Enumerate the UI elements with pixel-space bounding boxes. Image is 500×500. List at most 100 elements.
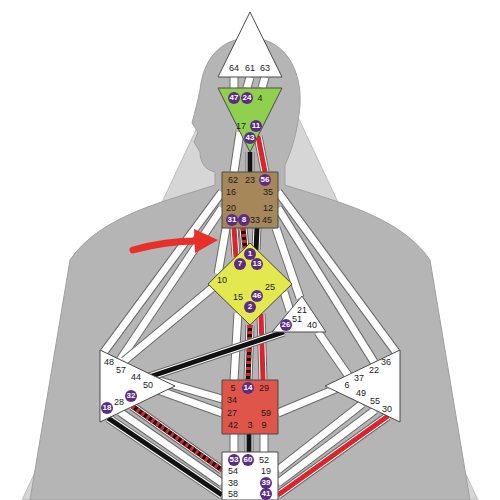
throat-center: 622356163520123183345 — [222, 172, 278, 228]
channel-outline — [260, 434, 269, 452]
pointer-arrow-head — [194, 229, 218, 253]
channel-outline — [278, 416, 388, 495]
center-shape — [218, 88, 282, 152]
channel-fill — [231, 434, 238, 452]
pointer-arrow-shaft — [133, 241, 198, 250]
active-gate-number: 47 — [228, 92, 240, 104]
active-gate-number: 53 — [228, 454, 240, 466]
active-gate-number: 41 — [260, 488, 272, 500]
channel-line — [243, 228, 245, 248]
channel-line — [120, 412, 222, 483]
spleen-center: 48574450322818 — [100, 350, 175, 422]
channel-fill — [120, 208, 222, 360]
channel-fill — [243, 228, 245, 248]
gate-number: 62 — [228, 175, 238, 185]
channel-fill — [278, 416, 388, 495]
channel-line — [249, 434, 250, 452]
center-shape — [272, 296, 326, 332]
channel-line — [256, 228, 257, 250]
channel-activation — [140, 332, 284, 380]
channel-outline — [108, 418, 222, 495]
channel-outline — [245, 434, 254, 452]
gate-number: 55 — [370, 396, 380, 406]
active-gate-number: 7 — [234, 258, 246, 270]
channel-outline — [284, 292, 290, 311]
gate-number: 52 — [259, 455, 269, 465]
gate-number: 16 — [226, 187, 236, 197]
channel-fill — [278, 387, 340, 413]
root-center: 536052541938395841 — [222, 452, 278, 500]
channel-line — [318, 332, 352, 381]
gate-number: 37 — [354, 373, 364, 383]
gate-number: 51 — [292, 314, 302, 324]
gate-number: 12 — [263, 203, 273, 213]
gate-number: 19 — [261, 466, 271, 476]
channel-fill — [262, 77, 265, 88]
channel-fill — [108, 418, 222, 495]
active-gate-number: 2 — [244, 301, 256, 313]
active-gate-number: 32 — [125, 390, 137, 402]
channel-line — [261, 314, 263, 380]
channel-outline — [230, 77, 239, 88]
gate-number: 45 — [262, 215, 272, 225]
channel-fill — [246, 434, 253, 452]
channel-line — [234, 228, 236, 257]
channel-fill — [234, 228, 236, 257]
channel-line — [284, 292, 290, 311]
channel-activation — [243, 228, 245, 248]
channel-outline — [234, 228, 236, 257]
channel-line — [258, 136, 265, 172]
channel-line — [124, 288, 212, 361]
channel-line — [278, 416, 388, 495]
center-shape — [222, 452, 278, 500]
active-gate-number: 24 — [241, 92, 253, 104]
head-center: 646163 — [218, 12, 282, 77]
channel-activation-stripe — [248, 325, 250, 380]
channel-activation — [261, 314, 263, 380]
gate-number: 42 — [228, 420, 238, 430]
channel-outline — [120, 208, 222, 360]
channel-fill — [124, 288, 212, 361]
gate-number: 33 — [250, 215, 260, 225]
gate-number: 17 — [236, 121, 246, 131]
channel-outline — [140, 332, 284, 380]
channel-fill — [248, 325, 250, 380]
center-shape — [208, 243, 292, 325]
active-gate-number: 46 — [251, 290, 263, 302]
gate-number: 21 — [297, 305, 307, 315]
channel-outline — [278, 387, 340, 413]
gate-number: 35 — [263, 187, 273, 197]
gate-number: 38 — [228, 478, 238, 488]
gate-number: 22 — [369, 365, 379, 375]
gate-number: 30 — [382, 404, 392, 414]
channel-fill — [318, 332, 352, 381]
channel-activation — [108, 418, 222, 495]
gate-number: 36 — [381, 357, 391, 367]
channel-outline — [248, 325, 250, 380]
channel-outline — [258, 136, 265, 172]
channel-fill — [247, 152, 254, 172]
channel-activation — [248, 325, 250, 380]
channel-outline — [247, 77, 250, 88]
gate-number: 64 — [229, 63, 239, 73]
active-gate-number: 8 — [238, 214, 250, 226]
active-gate-number: 14 — [242, 382, 254, 394]
channel-line — [234, 434, 235, 452]
channel-line — [278, 410, 375, 483]
channel-outline — [256, 228, 257, 250]
center-shape — [222, 380, 278, 434]
gate-number: 49 — [356, 388, 366, 398]
channel-fill — [140, 332, 284, 380]
channel-fill — [258, 136, 265, 172]
channel-outline — [278, 410, 375, 483]
gate-number: 50 — [143, 380, 153, 390]
active-gate-number: 18 — [101, 402, 113, 414]
gate-number: 28 — [114, 397, 124, 407]
channel-line — [108, 418, 222, 495]
center-shape — [218, 12, 282, 77]
gate-number: 20 — [226, 203, 236, 213]
gate-number: 15 — [233, 292, 243, 302]
ajna-center: 47244171143 — [218, 88, 282, 152]
